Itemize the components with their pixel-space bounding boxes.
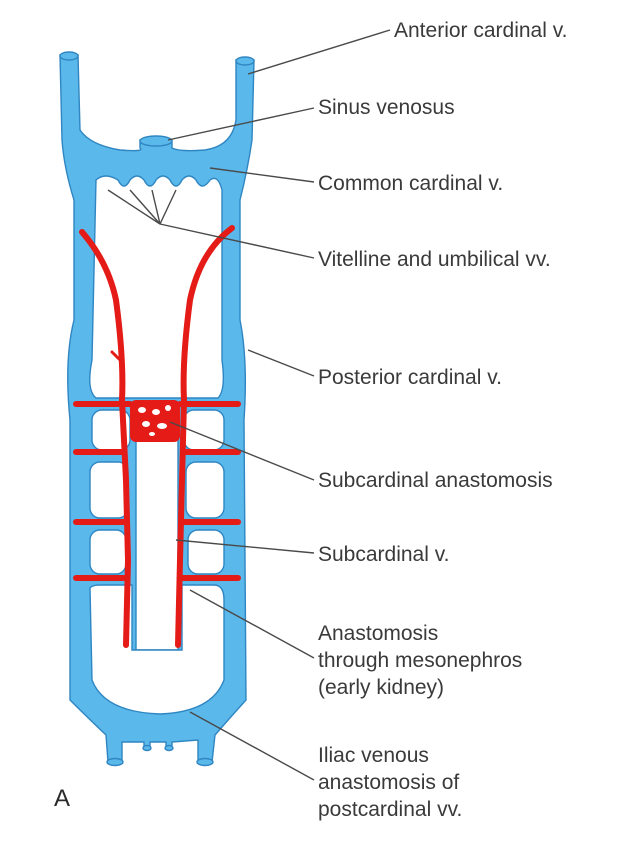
panel-letter: A: [54, 785, 70, 812]
iliac-end-left: [106, 757, 124, 767]
label-anterior-cardinal: Anterior cardinal v.: [394, 19, 568, 42]
lower-central-lumen: [135, 439, 179, 651]
label-sinus-venosus: Sinus venosus: [318, 96, 455, 119]
label-common-cardinal: Common cardinal v.: [318, 172, 503, 195]
label-subcardinal-anastomosis: Subcardinal anastomosis: [318, 469, 553, 492]
iliac-end-mid-right: [164, 744, 174, 752]
label-iliac-line2: anastomosis of: [318, 771, 459, 794]
label-mesonephros-line2: through mesonephros: [318, 649, 522, 672]
labels: Anterior cardinal v. Sinus venosus Commo…: [54, 19, 568, 821]
label-mesonephros-line1: Anastomosis: [318, 622, 438, 645]
chamber-left-2: [89, 461, 129, 519]
label-iliac-line3: postcardinal vv.: [318, 798, 462, 821]
chamber-right-2: [185, 461, 225, 519]
label-iliac-line1: Iliac venous: [318, 744, 429, 767]
anterior-cardinal-end-right: [235, 56, 255, 66]
chamber-right-3: [187, 529, 225, 575]
subcardinal-small-branch: [110, 350, 122, 362]
anterior-cardinal-end-left: [59, 51, 79, 61]
label-mesonephros-line3: (early kidney): [318, 676, 444, 699]
label-vitelline-umbilical: Vitelline and umbilical vv.: [318, 248, 551, 271]
sinus-venosus-opening: [139, 135, 173, 147]
subcardinal-vein-left: [79, 229, 132, 648]
leader-lines: [107, 29, 391, 781]
subcardinal-vein-right: [175, 225, 235, 648]
chamber-left-3: [89, 529, 127, 575]
subcardinal-anastomosis-network: [130, 400, 180, 442]
subcardinal-vein-system: [73, 225, 241, 648]
iliac-end-right: [196, 757, 214, 767]
label-subcardinal: Subcardinal v.: [318, 543, 450, 566]
iliac-end-mid-left: [142, 744, 152, 752]
label-posterior-cardinal: Posterior cardinal v.: [318, 366, 502, 389]
bottom-lumen: [89, 584, 225, 715]
